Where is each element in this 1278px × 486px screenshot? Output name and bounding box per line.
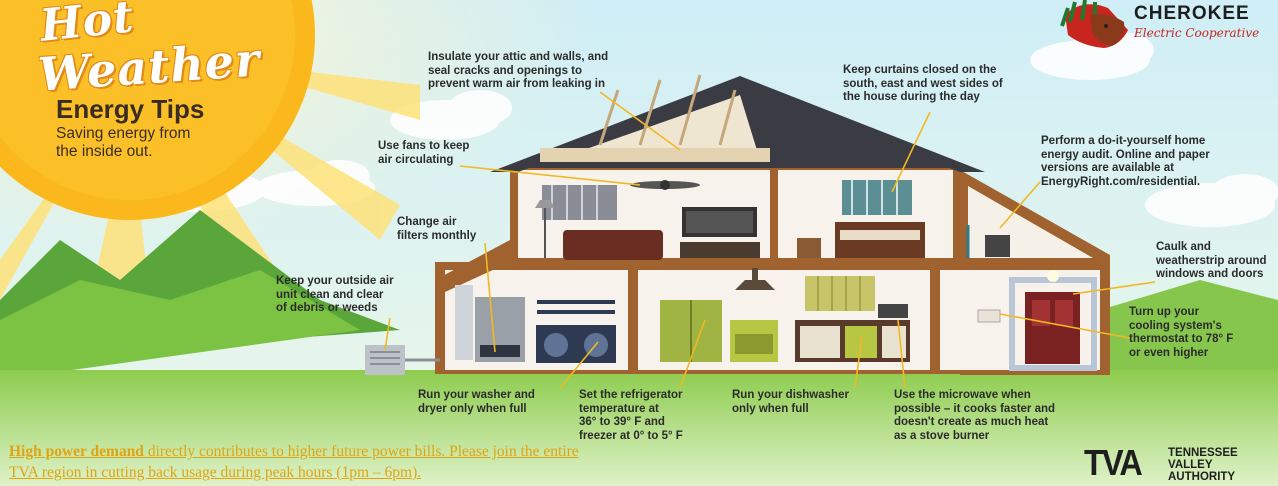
- tip-thermostat: Turn up your cooling system's thermostat…: [1129, 306, 1234, 359]
- subtitle-energy-tips: Energy Tips: [56, 94, 205, 124]
- cherokee-subname: Electric Cooperative: [1134, 26, 1260, 40]
- tip-filters: Change air filters monthly: [397, 216, 477, 242]
- tip-outside-unit: Keep your outside air unit clean and cle…: [276, 275, 394, 314]
- peak-hours-notice: High power demand directly contributes t…: [9, 441, 609, 483]
- house-icon: [365, 74, 1110, 375]
- tip-caulk: Caulk and weatherstrip around windows an…: [1156, 241, 1267, 280]
- tip-refrigerator: Set the refrigerator temperature at 36° …: [579, 389, 683, 442]
- notice-rest: directly contributes to higher future po…: [9, 443, 579, 481]
- notice-bold: High power demand: [9, 443, 144, 460]
- callout-lines: [384, 91, 1156, 389]
- tva-line1: TENNESSEE: [1168, 447, 1238, 459]
- tva-mark: TVA: [1084, 442, 1143, 483]
- tip-insulate: Insulate your attic and walls, and seal …: [428, 51, 609, 90]
- tip-dishwasher: Run your dishwasher only when full: [732, 389, 849, 415]
- cherokee-name: CHEROKEE: [1134, 3, 1250, 24]
- tip-audit: Perform a do-it-yourself home energy aud…: [1041, 135, 1210, 188]
- tip-curtains: Keep curtains closed on the south, east …: [843, 64, 1003, 103]
- tva-line2: VALLEY: [1168, 459, 1213, 471]
- cherokee-chief-logo-icon: [1060, 0, 1128, 49]
- tip-microwave: Use the microwave when possible – it coo…: [894, 389, 1056, 442]
- lawn: [0, 370, 1278, 486]
- tagline: Saving energy from the inside out.: [56, 125, 191, 160]
- tip-washer: Run your washer and dryer only when full: [418, 389, 535, 415]
- tip-fans: Use fans to keep air circulating: [378, 140, 470, 166]
- tva-line3: AUTHORITY: [1168, 471, 1236, 483]
- hills: [0, 210, 1278, 380]
